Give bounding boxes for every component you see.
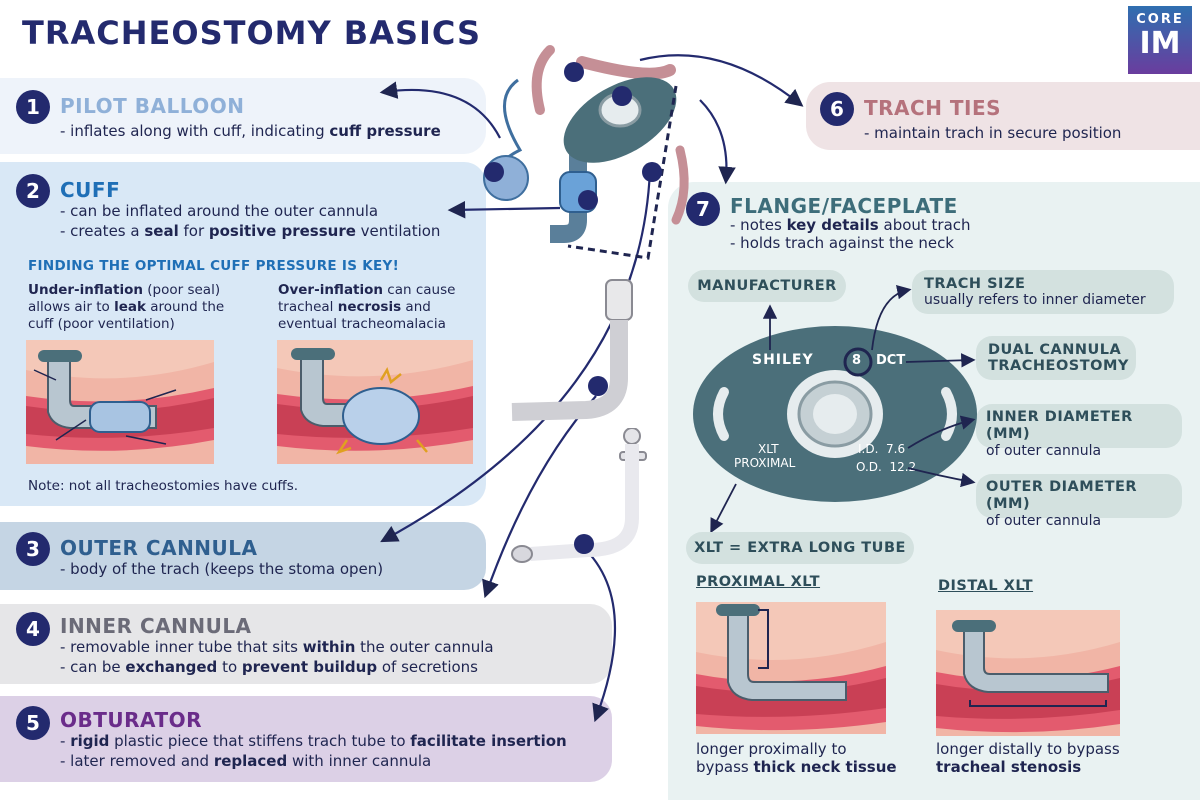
inner-cannula-desc-2: - can be exchanged to prevent buildup of… bbox=[60, 658, 478, 676]
plate-od-text: O.D. 12.2 bbox=[856, 460, 917, 474]
section-number-1: 1 bbox=[16, 90, 50, 124]
over-inflation-text: Over-inflation can cause tracheal necros… bbox=[278, 282, 456, 332]
faceplate-illustration bbox=[693, 326, 977, 502]
plate-dct-text: DCT bbox=[876, 353, 906, 368]
section-number-5: 5 bbox=[16, 706, 50, 740]
distal-xlt-illustration bbox=[936, 610, 1120, 736]
flange-desc-2: - holds trach against the neck bbox=[730, 234, 954, 252]
obturator-illustration bbox=[511, 428, 647, 563]
obturator-desc-2: - later removed and replaced with inner … bbox=[60, 752, 432, 770]
obturator-panel bbox=[0, 696, 612, 782]
proximal-xlt-desc-1: longer proximally to bbox=[696, 740, 847, 758]
outer-cannula-title: OUTER CANNULA bbox=[60, 536, 258, 560]
inner-diameter-title: INNER DIAMETER (MM) bbox=[986, 409, 1133, 442]
plate-size-text: 8 bbox=[852, 353, 862, 368]
proximal-xlt-illustration bbox=[696, 602, 886, 734]
plate-brand-text: SHILEY bbox=[752, 352, 814, 368]
distal-xlt-desc-1: longer distally to bypass bbox=[936, 740, 1120, 758]
section-number-4: 4 bbox=[16, 612, 50, 646]
outer-diameter-pill: OUTER DIAMETER (MM) of outer cannula bbox=[976, 474, 1182, 529]
inner-diameter-sub: of outer cannula bbox=[986, 443, 1102, 459]
trach-ties-panel bbox=[806, 82, 1200, 150]
section-number-2: 2 bbox=[16, 174, 50, 208]
dual-cannula-line-2: TRACHEOSTOMY bbox=[988, 358, 1129, 374]
page-title: TRACHEOSTOMY BASICS bbox=[22, 14, 482, 52]
cuff-title: CUFF bbox=[60, 178, 121, 202]
outer-cannula-desc: - body of the trach (keeps the stoma ope… bbox=[60, 560, 384, 578]
xlt-pill: XLT = EXTRA LONG TUBE bbox=[686, 532, 914, 564]
obturator-desc-1: - rigid plastic piece that stiffens trac… bbox=[60, 732, 567, 750]
flange-title: FLANGE/FACEPLATE bbox=[730, 194, 958, 218]
manufacturer-pill: MANUFACTURER bbox=[688, 270, 846, 302]
over-inflation-illustration bbox=[277, 340, 473, 464]
logo-line-1: CORE bbox=[1136, 12, 1184, 27]
trach-size-title: TRACH SIZE bbox=[924, 276, 1026, 292]
pilot-balloon-title: PILOT BALLOON bbox=[60, 94, 245, 118]
dual-cannula-pill: DUAL CANNULA TRACHEOSTOMY bbox=[976, 336, 1136, 380]
plate-proximal-text: PROXIMAL bbox=[734, 456, 796, 470]
dual-cannula-line-1: DUAL CANNULA bbox=[988, 342, 1122, 358]
section-number-7: 7 bbox=[686, 192, 720, 226]
trach-ties-desc: - maintain trach in secure position bbox=[864, 124, 1122, 142]
outer-diameter-sub: of outer cannula bbox=[986, 513, 1102, 529]
inner-cannula-illustration bbox=[511, 279, 633, 421]
distal-xlt-desc-2: tracheal stenosis bbox=[936, 758, 1082, 776]
trach-size-sub: usually refers to inner diameter bbox=[924, 292, 1146, 308]
section-number-3: 3 bbox=[16, 532, 50, 566]
cuff-desc-1: - can be inflated around the outer cannu… bbox=[60, 202, 379, 220]
section-number-6: 6 bbox=[820, 92, 854, 126]
inner-cannula-title: INNER CANNULA bbox=[60, 614, 252, 638]
plate-id-text: I.D. 7.6 bbox=[858, 442, 906, 456]
inner-cannula-desc-1: - removable inner tube that sits within … bbox=[60, 638, 494, 656]
outer-diameter-title: OUTER DIAMETER (MM) bbox=[986, 479, 1138, 512]
obturator-title: OBTURATOR bbox=[60, 708, 202, 732]
pilot-balloon-desc: - inflates along with cuff, indicating c… bbox=[60, 122, 441, 140]
cuff-desc-2: - creates a seal for positive pressure v… bbox=[60, 222, 441, 240]
distal-xlt-title: DISTAL XLT bbox=[938, 578, 1034, 594]
proximal-xlt-title: PROXIMAL XLT bbox=[696, 574, 821, 590]
flange-desc-1: - notes key details about trach bbox=[730, 216, 971, 234]
trach-size-pill: TRACH SIZE usually refers to inner diame… bbox=[912, 270, 1174, 314]
under-inflation-text: Under-inflation (poor seal) allows air t… bbox=[28, 282, 225, 332]
inner-cannula-panel bbox=[0, 604, 612, 684]
under-inflation-illustration bbox=[26, 340, 214, 464]
cuff-note: Note: not all tracheostomies have cuffs. bbox=[28, 478, 299, 494]
outer-cannula-panel bbox=[0, 522, 486, 590]
core-im-logo: CORE IM bbox=[1128, 6, 1192, 74]
tracheostomy-device-illustration bbox=[483, 45, 689, 260]
plate-xlt-text: XLT bbox=[758, 442, 779, 456]
logo-line-2: IM bbox=[1139, 26, 1181, 61]
trach-ties-title: TRACH TIES bbox=[864, 96, 1002, 120]
cuff-pressure-subhead: FINDING THE OPTIMAL CUFF PRESSURE IS KEY… bbox=[28, 258, 400, 274]
inner-diameter-pill: INNER DIAMETER (MM) of outer cannula bbox=[976, 404, 1182, 459]
proximal-xlt-desc-2: bypass thick neck tissue bbox=[696, 758, 897, 776]
